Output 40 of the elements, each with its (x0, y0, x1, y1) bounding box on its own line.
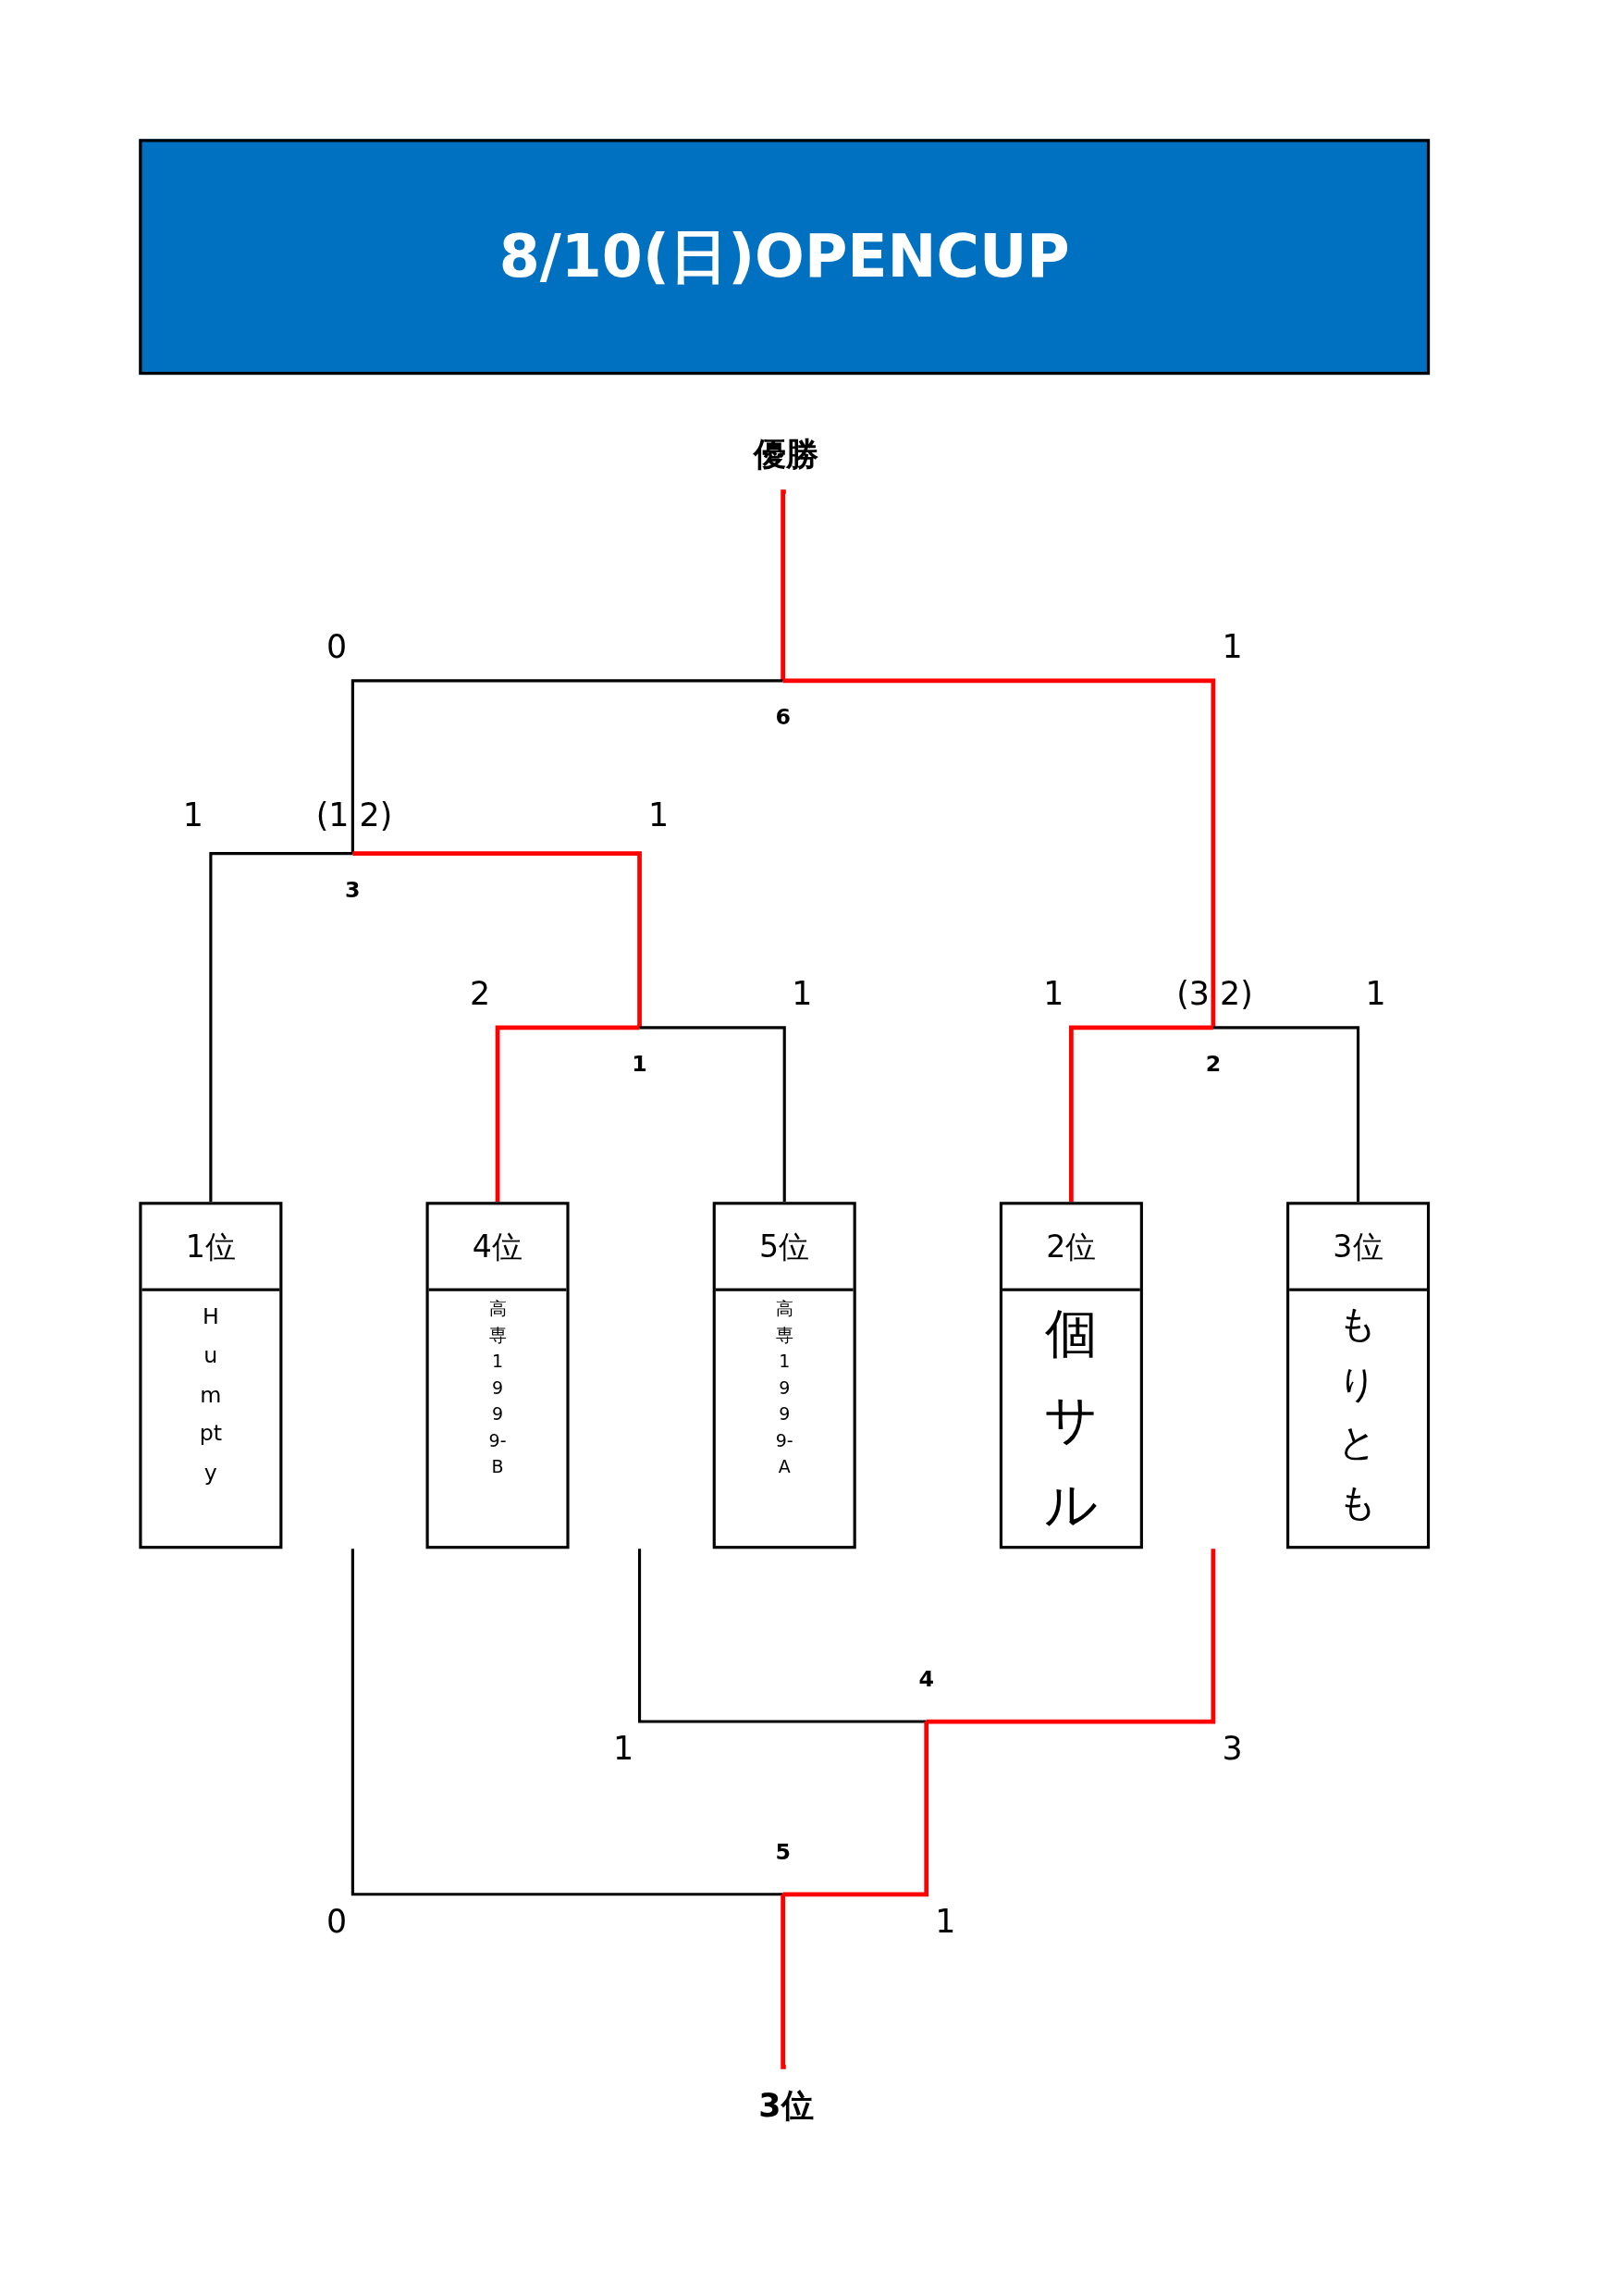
bracket-line (782, 678, 1216, 1028)
bracket-line (350, 1549, 783, 1896)
bracket-line (495, 1025, 640, 1203)
bracket-line (350, 679, 783, 854)
bracket-line (209, 852, 353, 1203)
bracket-line (1212, 1026, 1360, 1203)
bracket-line (637, 1549, 927, 1723)
rank-label: 5位 (715, 1204, 854, 1291)
winner-label: 優勝 (734, 433, 838, 492)
rank-label: 4位 (428, 1204, 567, 1291)
bracket-line (639, 1026, 786, 1203)
team-name: Humpty (198, 1302, 224, 1488)
penalty-score: (1 2) (314, 796, 394, 834)
bracket-line (781, 489, 786, 681)
bracket-line (781, 1894, 786, 2069)
team-name: 個サル (1043, 1302, 1100, 1537)
rank-label: 1位 (141, 1204, 280, 1291)
rank-label: 2位 (1002, 1204, 1140, 1291)
bracket-line (782, 1722, 929, 1897)
penalty-score: (3 2) (1175, 974, 1254, 1014)
team-box (999, 1202, 1143, 1549)
match-number: 5 (765, 1830, 801, 1895)
team-box (1286, 1202, 1431, 1549)
team-name: 高専1999-A (774, 1297, 794, 1479)
bracket-line (1069, 1025, 1213, 1203)
match-number: 6 (765, 680, 801, 731)
match-number: 4 (908, 1657, 944, 1722)
team-box (712, 1202, 856, 1549)
third-place-label: 3位 (734, 2067, 838, 2132)
match-number: 1 (621, 1027, 658, 1078)
match-number: 2 (1195, 1027, 1231, 1078)
team-box (425, 1202, 570, 1549)
title: 8/10(日)OPENCUP (139, 139, 1431, 376)
match-number: 3 (335, 853, 371, 904)
bracket-line (352, 851, 642, 1028)
team-name: もりとも (1337, 1300, 1379, 1526)
team-box (139, 1202, 283, 1549)
team-name: 高専1999-B (487, 1297, 508, 1479)
rank-label: 3位 (1289, 1204, 1427, 1291)
bracket-line (926, 1549, 1216, 1724)
